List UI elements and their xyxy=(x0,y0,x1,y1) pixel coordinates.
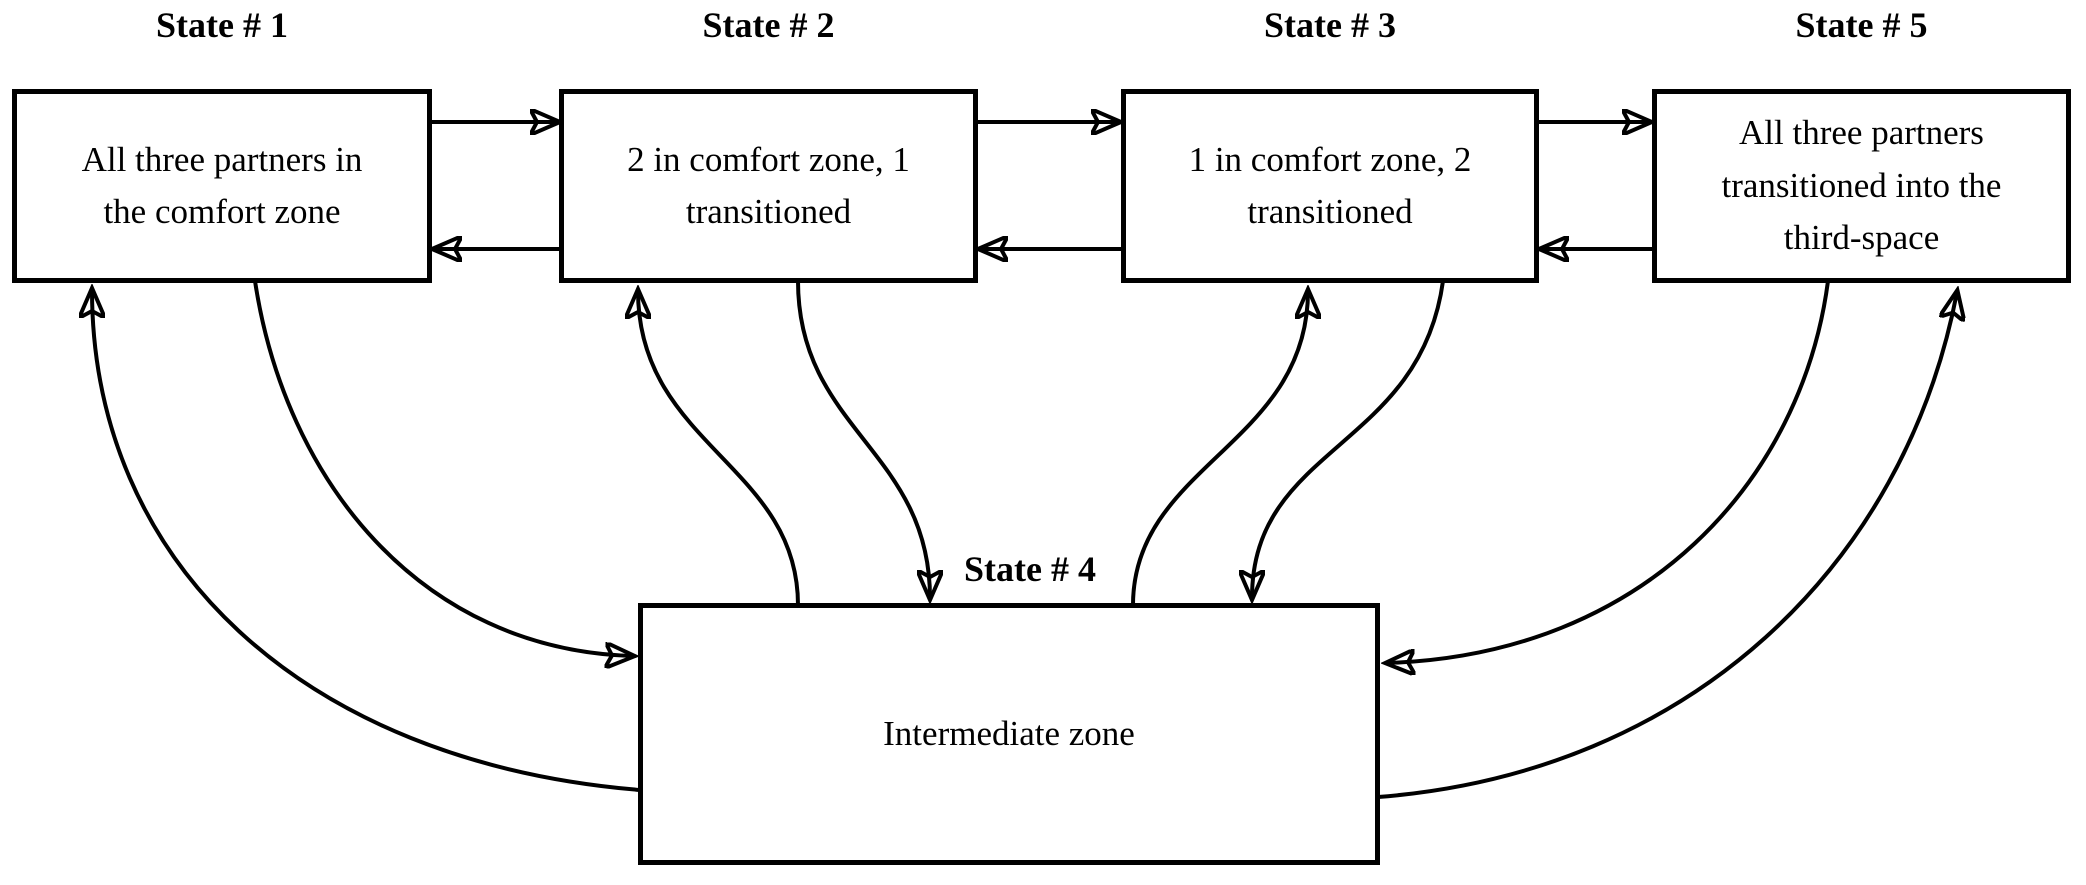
state4-box: Intermediate zone xyxy=(638,603,1380,865)
arrow-state4-to-state2 xyxy=(638,291,800,606)
state1-title: State # 1 xyxy=(156,5,288,45)
arrow-state4-to-state3 xyxy=(1131,291,1308,606)
state2-box: 2 in comfort zone, 1 transitioned xyxy=(559,89,978,283)
state1-box: All three partners in the comfort zone xyxy=(12,89,432,283)
state3-title: State # 3 xyxy=(1264,5,1396,45)
state5-title: State # 5 xyxy=(1795,5,1928,45)
state5-box: All three partners transitioned into the… xyxy=(1652,89,2071,283)
state4-title: State # 4 xyxy=(964,549,1096,589)
state2-title: State # 2 xyxy=(702,5,835,45)
arrow-state4-to-state5 xyxy=(1377,292,1957,799)
arrow-state2-to-state4 xyxy=(796,280,930,598)
state4-label: Intermediate zone xyxy=(883,713,1135,753)
state3-box: 1 in comfort zone, 2 transitioned xyxy=(1121,89,1539,283)
state2-label: 2 in comfort zone, 1 transitioned xyxy=(627,139,910,232)
state5-label: All three partners transitioned into the… xyxy=(1721,113,2002,258)
arrow-state3-to-state4 xyxy=(1252,280,1445,598)
arrow-state5-to-state4 xyxy=(1387,280,1830,663)
state3-label: 1 in comfort zone, 2 transitioned xyxy=(1188,139,1472,232)
arrow-state1-to-state4 xyxy=(253,280,633,656)
state1-label: All three partners in the comfort zone xyxy=(81,139,363,232)
arrow-state4-to-state1 xyxy=(92,290,641,792)
